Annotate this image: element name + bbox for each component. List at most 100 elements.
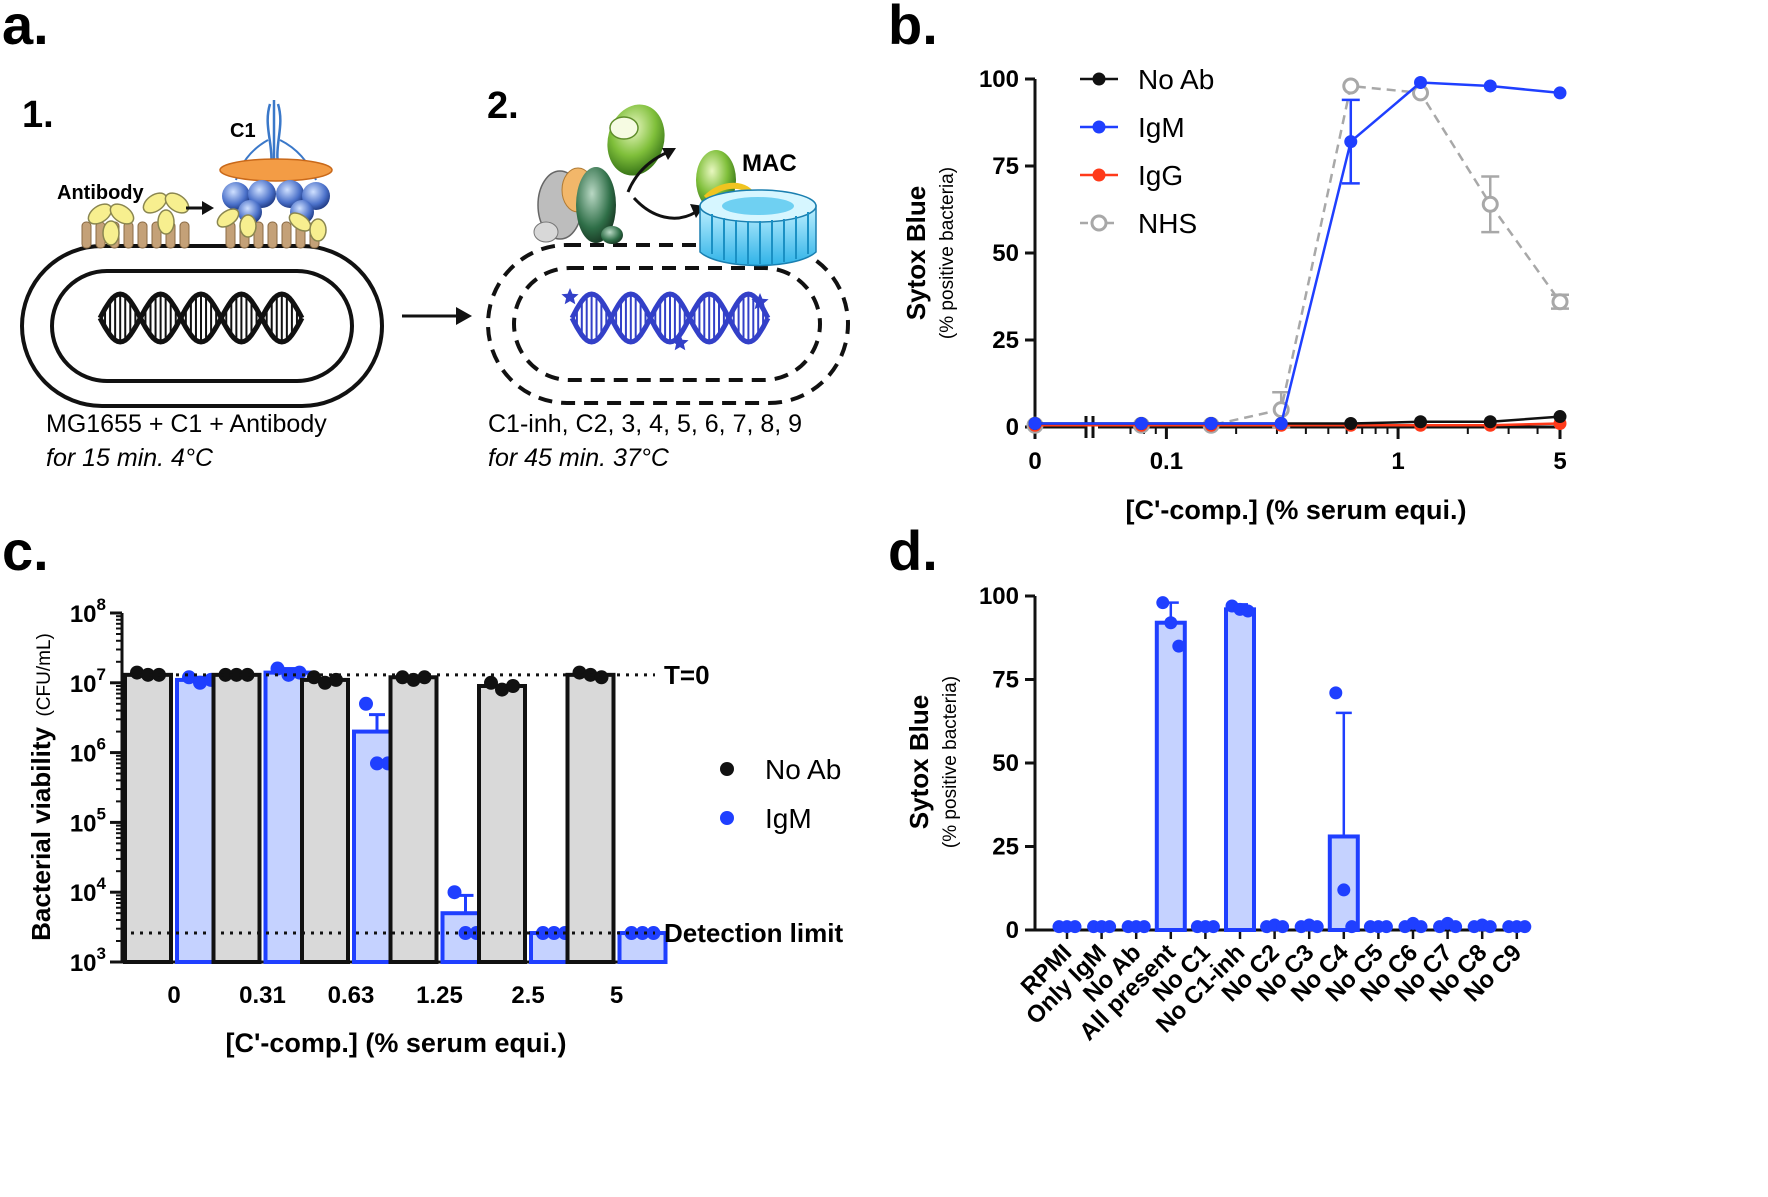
bar-no-ab [211, 672, 262, 964]
legend-label: No Ab [765, 754, 841, 785]
y-tick-base: 10 [70, 741, 97, 768]
y-tick-label: 106 [70, 735, 106, 768]
bar-no-ab [300, 677, 350, 964]
sytox-star [671, 334, 689, 351]
damaged-inner-membrane [512, 266, 822, 382]
bar-no-ab [477, 683, 527, 965]
data-point [1206, 920, 1220, 934]
chart-c-y-unit: (CFU/mL) [34, 633, 55, 716]
dna-icon [97, 291, 305, 345]
data-point [1137, 920, 1151, 934]
panel-label-c: c. [2, 519, 49, 582]
data-point [193, 675, 207, 690]
sytox-star [561, 288, 579, 305]
data-point [1103, 920, 1117, 934]
x-tick-label: 5 [1553, 448, 1566, 475]
bar-no-ab [123, 672, 173, 964]
data-point [240, 667, 255, 682]
data-point [536, 926, 550, 941]
y-tick-label: 100 [979, 66, 1019, 93]
y-tick-exponent: 7 [97, 665, 106, 684]
c1-label: C1 [230, 120, 256, 142]
data-point [594, 670, 609, 685]
mac-label: MAC [742, 150, 797, 177]
receptor [267, 221, 278, 249]
data-point [1551, 293, 1569, 311]
bar [1224, 607, 1256, 932]
chart-c-y-title: Bacterial viability (CFU/mL) [26, 633, 56, 941]
data-point [1344, 417, 1358, 431]
data-point [1483, 79, 1497, 93]
data-point [370, 756, 384, 771]
arrow-right-icon [186, 201, 214, 215]
data-point [484, 675, 498, 690]
data-point [1337, 883, 1351, 897]
chart-c-x-title: [C'-comp.] (% serum equi.) [226, 1028, 567, 1058]
chart-d: Sytox Blue (% positive bacteria) 0255075… [904, 583, 1532, 1046]
y-tick-label: 25 [992, 327, 1019, 354]
data-point [447, 885, 462, 900]
data-point [1345, 920, 1359, 934]
chart-c: Bacterial viability (CFU/mL) [C'-comp.] … [26, 595, 843, 1058]
bar-no-ab [565, 672, 616, 964]
bar [1154, 620, 1187, 932]
data-point [1134, 417, 1148, 431]
data-point [318, 675, 332, 690]
antibody-label: Antibody [57, 182, 145, 204]
y-tick-base: 10 [70, 810, 97, 837]
damaged-outer-membrane [486, 243, 850, 405]
receptor [179, 221, 190, 249]
data-point [1156, 596, 1170, 610]
y-tick-label: 75 [992, 667, 1019, 694]
data-point [329, 672, 343, 687]
data-point [281, 667, 296, 682]
sytox-star [751, 293, 769, 310]
y-tick-label: 104 [70, 874, 107, 907]
chart-d-y-subtitle: (% positive bacteria) [940, 676, 961, 848]
data-point [406, 672, 421, 687]
legend-label: NHS [1138, 208, 1197, 239]
panel-label-b: b. [888, 0, 938, 56]
x-tick-label: 2.5 [511, 982, 544, 1009]
data-point [292, 665, 307, 680]
y-tick-label: 0 [1006, 414, 1019, 441]
chart-b-y-subtitle: (% positive bacteria) [937, 167, 958, 339]
convertase-complex-icon [533, 167, 623, 244]
sytox-star-icon [561, 288, 769, 351]
y-tick-label: 100 [979, 583, 1019, 610]
y-tick-label: 108 [70, 595, 106, 628]
series-line-igm [1035, 81, 1561, 425]
arrow-right-icon [402, 307, 472, 325]
data-point [1553, 410, 1567, 424]
x-tick-label: 0.1 [1150, 448, 1183, 475]
panel-label-a: a. [2, 0, 49, 56]
series-line-igg [1035, 422, 1561, 427]
bar [1327, 834, 1360, 932]
receptor [137, 221, 148, 249]
data-point [417, 670, 432, 685]
legend-label: No Ab [1138, 64, 1214, 95]
reference-line-label: Detection limit [664, 918, 843, 948]
x-tick-label: 0 [1028, 448, 1041, 475]
arrowhead-icon [662, 148, 676, 160]
data-point [1483, 415, 1497, 429]
data-point [1483, 920, 1497, 934]
data-point [506, 678, 520, 693]
y-tick-label: 103 [70, 944, 106, 977]
chart-c-y-title-text: Bacterial viability [26, 726, 56, 940]
bar-no-ab [388, 675, 439, 964]
data-point [1164, 616, 1178, 630]
series-line-nhs [1035, 84, 1562, 427]
data-point [1172, 639, 1186, 653]
c5b-component-icon [607, 104, 665, 176]
y-tick-exponent: 4 [97, 874, 107, 893]
data-point [1329, 686, 1343, 700]
receptor [81, 221, 92, 249]
legend-marker [1092, 120, 1106, 134]
y-tick-label: 107 [70, 665, 106, 698]
legend-marker [1090, 214, 1108, 232]
curved-arrow-icon [626, 150, 697, 220]
x-tick-label: 1 [1391, 448, 1404, 475]
step-2-caption-line-1: C1-inh, C2, 3, 4, 5, 6, 7, 8, 9 [488, 410, 802, 438]
